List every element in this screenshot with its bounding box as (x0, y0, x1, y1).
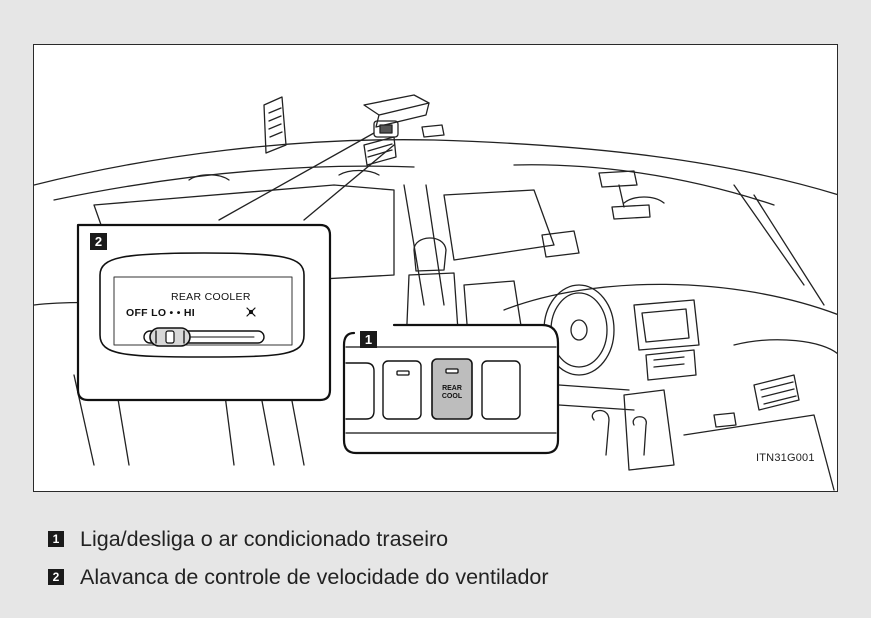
rear-cool-button-label-line2: COOL (441, 393, 463, 400)
callout-number-2: 2 (90, 233, 107, 250)
illustration-figure: 2 1 REAR COOLER OFF LO • • HI REAR COOL … (33, 44, 838, 492)
rear-cooler-title: REAR COOLER (171, 291, 251, 303)
legend: 1 Liga/desliga o ar condicionado traseir… (48, 527, 549, 603)
rear-cool-button-label-line1: REAR (442, 385, 462, 392)
legend-number: 1 (48, 531, 64, 547)
fan-speed-scale-labels: OFF LO • • HI (126, 307, 195, 319)
callout-number-1: 1 (360, 331, 377, 348)
legend-number: 2 (48, 569, 64, 585)
figure-id: ITN31G001 (756, 452, 815, 464)
legend-text: Liga/desliga o ar condicionado traseiro (80, 526, 449, 551)
car-interior-illustration (34, 94, 837, 491)
legend-text: Alavanca de controle de velocidade do ve… (80, 564, 549, 589)
legend-item: 1 Liga/desliga o ar condicionado traseir… (48, 527, 549, 551)
legend-item: 2 Alavanca de controle de velocidade do … (48, 565, 549, 589)
